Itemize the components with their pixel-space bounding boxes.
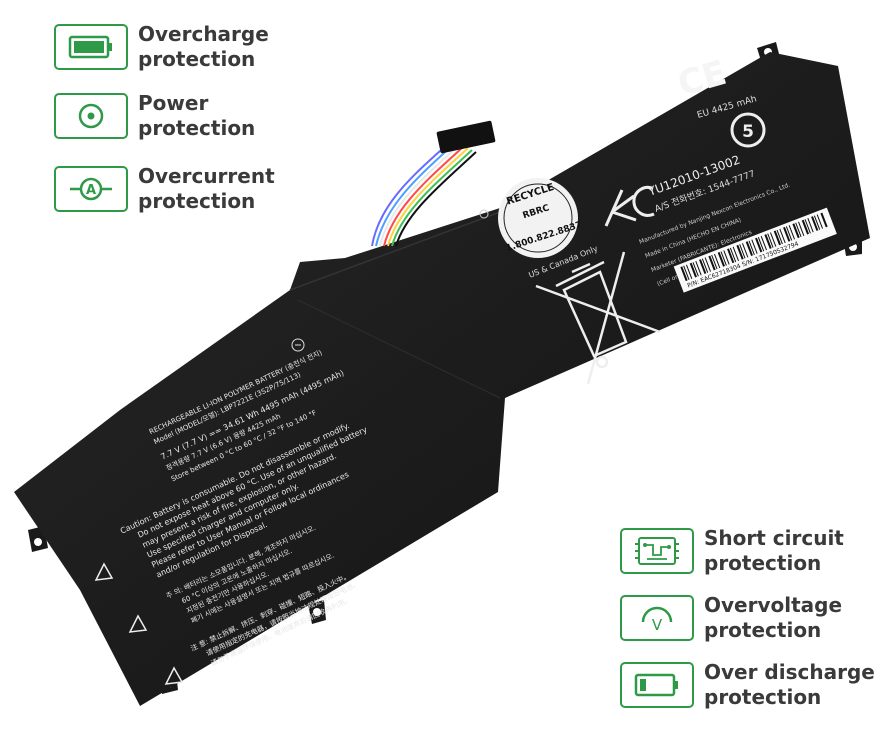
feature-label: Overvoltage protection bbox=[704, 593, 843, 642]
feature-label: Over discharge protection bbox=[704, 660, 875, 709]
barcode-bar bbox=[801, 219, 809, 235]
feature-over-discharge: Over discharge protection bbox=[620, 660, 875, 710]
voltmeter-icon: V bbox=[620, 595, 694, 641]
barcode-bar bbox=[813, 215, 821, 230]
feature-label: Overcharge protection bbox=[138, 22, 269, 71]
feature-overvoltage: V Overvoltage protection bbox=[620, 593, 842, 643]
connector-plug bbox=[436, 120, 496, 154]
battery-low-icon bbox=[620, 662, 694, 708]
svg-text:V: V bbox=[652, 616, 663, 634]
barcode-bar bbox=[816, 214, 824, 229]
barcode-bar bbox=[685, 264, 693, 279]
battery-full-icon bbox=[54, 24, 128, 70]
barcode-bar bbox=[811, 216, 819, 231]
barcode-bar bbox=[689, 262, 697, 278]
barcode-bar bbox=[683, 265, 690, 281]
barcode-bar bbox=[788, 225, 795, 240]
svg-text:A: A bbox=[86, 183, 96, 198]
feature-label: Short circuit protection bbox=[704, 526, 844, 575]
circuit-board-icon bbox=[620, 528, 694, 574]
power-target-icon bbox=[54, 93, 128, 139]
barcode-bar bbox=[680, 266, 688, 282]
barcode-bar bbox=[701, 258, 709, 273]
barcode-bar bbox=[732, 246, 739, 262]
barcode-bar bbox=[798, 221, 805, 236]
barcode-bar bbox=[727, 248, 735, 264]
efup-years: 5 bbox=[742, 122, 754, 142]
barcode-bar bbox=[773, 230, 781, 246]
barcode-bar bbox=[757, 236, 765, 252]
barcode-bar bbox=[713, 253, 721, 269]
barcode-bar bbox=[755, 237, 763, 253]
barcode-bar bbox=[776, 229, 783, 245]
ammeter-icon: A bbox=[54, 166, 128, 212]
barcode-bar bbox=[792, 223, 800, 239]
barcode-bar bbox=[742, 243, 749, 258]
barcode-bar bbox=[751, 239, 758, 254]
barcode-bar bbox=[764, 234, 772, 249]
barcode-bar bbox=[783, 226, 791, 242]
kc-mark bbox=[604, 185, 655, 227]
warning-triangle-icon bbox=[94, 562, 184, 685]
battery-body bbox=[14, 52, 870, 706]
barcode-bar bbox=[795, 222, 802, 238]
feature-label: Overcurrent protection bbox=[138, 164, 275, 213]
barcode-bar bbox=[723, 250, 730, 265]
feature-power: Power protection bbox=[54, 91, 255, 141]
barcode-bar bbox=[785, 226, 793, 241]
barcode-bar bbox=[704, 257, 711, 272]
feature-short-circuit: Short circuit protection bbox=[620, 526, 844, 576]
barcode-bar bbox=[692, 262, 699, 277]
barcode-bar bbox=[820, 212, 828, 228]
barcode-bar bbox=[720, 251, 727, 266]
barcode-bar bbox=[695, 261, 702, 276]
barcode-bar bbox=[699, 259, 707, 274]
feature-label: Power protection bbox=[138, 91, 256, 140]
barcode-bar bbox=[745, 241, 753, 257]
barcode-bar bbox=[717, 252, 725, 267]
barcode-bar bbox=[748, 240, 755, 255]
barcode-bar bbox=[739, 244, 746, 259]
barcode-bar bbox=[711, 254, 718, 270]
feature-overcharge: Overcharge protection bbox=[54, 22, 269, 72]
efup-mark: 5 bbox=[730, 112, 766, 148]
barcode-bar bbox=[760, 235, 767, 251]
feature-overcurrent: A Overcurrent protection bbox=[54, 164, 275, 214]
barcode-bar bbox=[770, 232, 777, 247]
barcode-bar bbox=[729, 247, 737, 263]
barcode-bar bbox=[767, 233, 774, 248]
barcode-bar bbox=[708, 255, 716, 271]
barcode-bar bbox=[807, 218, 814, 233]
barcode-bar bbox=[779, 228, 786, 244]
crossed-bin-icon bbox=[535, 251, 661, 385]
barcode-bar bbox=[804, 219, 811, 234]
barcode-bar bbox=[736, 244, 744, 260]
